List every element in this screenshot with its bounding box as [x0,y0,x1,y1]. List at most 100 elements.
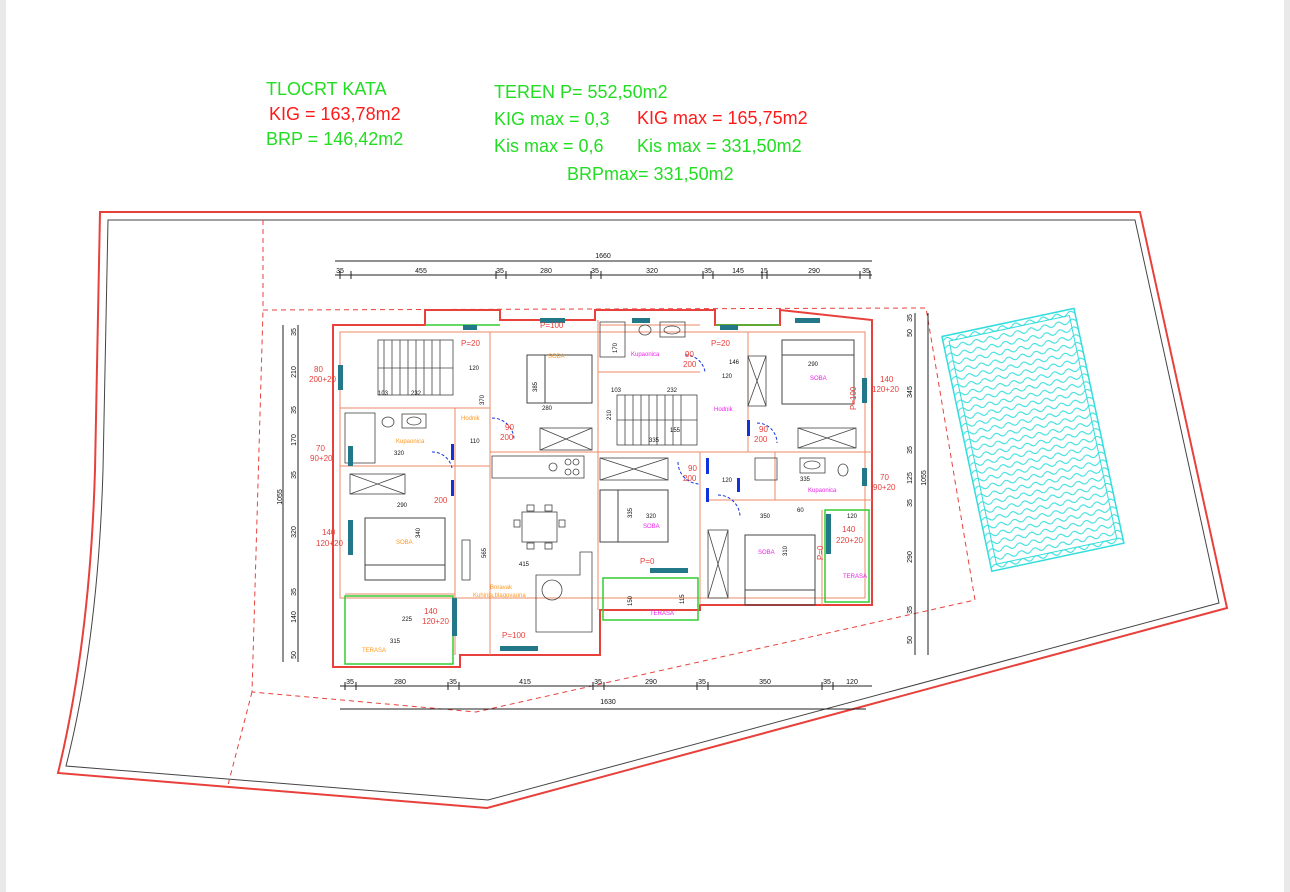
svg-text:200: 200 [754,435,768,444]
dim-top-seg: 280 [540,268,552,275]
svg-text:110: 110 [470,439,480,445]
svg-text:35: 35 [907,446,914,454]
svg-text:140: 140 [880,375,894,384]
svg-text:140: 140 [842,525,856,534]
svg-text:P=100: P=100 [540,321,564,330]
room-label: SOBA [548,354,565,360]
kis-max-area: Kis max = 331,50m2 [637,136,802,156]
dim-top-total: 1660 [595,253,611,260]
svg-text:1055: 1055 [921,470,928,486]
svg-text:120: 120 [847,514,858,520]
svg-text:90+20: 90+20 [873,483,896,492]
dim-top-seg: 35 [496,268,504,275]
kitchen-counter [491,455,585,479]
brp-value: BRP = 146,42m2 [266,129,404,149]
svg-text:P=20: P=20 [461,339,480,348]
svg-text:315: 315 [390,639,401,645]
kig-max-coef: KIG max = 0,3 [494,109,610,129]
room-label: Boravak [490,585,513,591]
stairs-right [616,394,698,446]
svg-text:415: 415 [519,562,530,568]
left-edge [0,0,6,892]
building-outline [332,308,873,668]
svg-text:35: 35 [907,606,914,614]
room-label: Hodnik [461,416,481,422]
svg-text:320: 320 [646,514,657,520]
svg-text:320: 320 [291,526,298,538]
room-label: TERASA [362,648,386,654]
svg-text:115: 115 [680,594,686,604]
svg-text:125: 125 [907,472,914,484]
plan-title: TLOCRT KATA [266,79,387,99]
svg-text:90: 90 [688,464,697,473]
svg-text:50: 50 [291,651,298,659]
room-label: Kupaonica [808,488,837,494]
kis-max-coef: Kis max = 0,6 [494,136,604,156]
svg-text:70: 70 [880,473,889,482]
svg-text:345: 345 [907,386,914,398]
svg-text:120: 120 [722,478,733,484]
dim-bottom-seg: 35 [594,679,602,686]
svg-text:225: 225 [402,617,413,623]
dim-top-seg: 15 [760,268,768,275]
svg-text:P=0: P=0 [816,545,825,560]
kig-value: KIG = 163,78m2 [269,104,401,124]
svg-text:140: 140 [322,528,336,537]
svg-text:320: 320 [394,451,405,457]
tv-unit [461,539,471,581]
dim-bottom-seg: 280 [394,679,406,686]
svg-text:120: 120 [722,374,733,380]
dim-top-seg: 35 [704,268,712,275]
svg-text:200: 200 [434,496,448,505]
svg-text:80: 80 [314,365,323,374]
sofa [535,551,593,633]
dining-table [521,511,558,543]
dim-bottom-seg: 120 [846,679,858,686]
svg-text:290: 290 [907,551,914,563]
svg-text:35: 35 [291,328,298,336]
svg-text:146: 146 [729,360,740,366]
terrace-middle [602,577,699,621]
svg-text:P=0: P=0 [640,557,655,566]
terrace-right [824,509,870,603]
svg-text:280: 280 [542,406,553,412]
svg-text:103: 103 [611,388,622,394]
svg-text:140: 140 [291,611,298,623]
svg-text:340: 340 [416,527,422,538]
svg-text:90+20: 90+20 [310,454,333,463]
svg-text:120+20: 120+20 [872,385,899,394]
svg-text:232: 232 [667,388,678,394]
svg-text:120+20: 120+20 [316,539,343,548]
svg-text:370: 370 [480,394,486,405]
dim-bottom-seg: 35 [346,679,354,686]
dim-bottom-seg: 350 [759,679,771,686]
stairs-left [377,339,454,396]
svg-text:120+20: 120+20 [422,617,449,626]
svg-text:90: 90 [685,350,694,359]
room-label: Kuhinja,blagovaona [473,593,526,599]
dim-bottom-seg: 290 [645,679,657,686]
svg-text:290: 290 [808,362,819,368]
svg-text:335: 335 [800,477,811,483]
svg-text:50: 50 [907,329,914,337]
svg-text:170: 170 [291,434,298,446]
svg-text:385: 385 [533,381,539,392]
room-label: TERASA [650,611,674,617]
svg-text:P=20: P=20 [711,339,730,348]
kig-max-area: KIG max = 165,75m2 [637,108,808,128]
teren-value: TEREN P= 552,50m2 [494,82,668,102]
svg-text:232: 232 [411,391,422,397]
svg-text:P=100: P=100 [849,386,858,410]
dim-top-seg: 145 [732,268,744,275]
svg-text:103: 103 [378,391,389,397]
svg-text:35: 35 [907,499,914,507]
right-edge [1284,0,1290,892]
dim-top-seg: 35 [591,268,599,275]
svg-text:90: 90 [759,425,768,434]
svg-text:155: 155 [670,428,681,434]
svg-text:335: 335 [628,507,634,518]
dim-top-seg: 455 [415,268,427,275]
svg-text:200: 200 [500,433,514,442]
svg-text:90: 90 [505,423,514,432]
svg-text:565: 565 [482,547,488,558]
